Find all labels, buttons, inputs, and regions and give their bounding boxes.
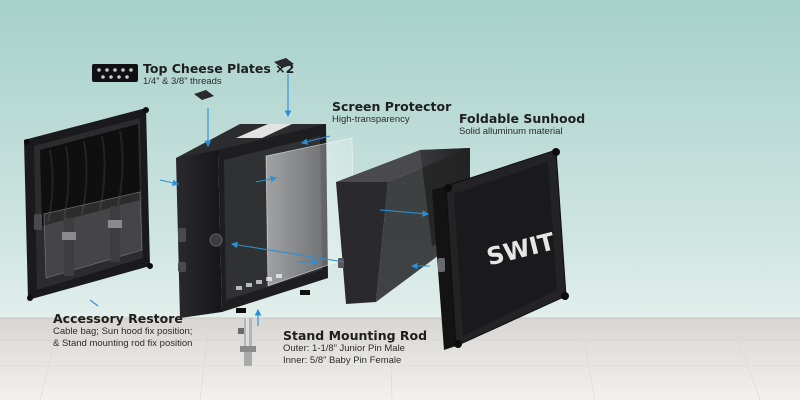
screen-protector-title: Screen Protector xyxy=(332,99,452,114)
wooden-floor xyxy=(0,317,800,400)
stand-mounting-rod xyxy=(238,318,256,366)
cheese-plate-icon xyxy=(92,64,138,82)
accessory-restore-label: Accessory Restore Cable bag; Sun hood fi… xyxy=(53,311,192,350)
cheese-plates-desc: 1/4” & 3/8” threads xyxy=(143,76,222,87)
cheese-plate-small-2 xyxy=(194,90,214,100)
cheese-plates-title: Top Cheese Plates ×2 xyxy=(143,61,295,76)
sunhood-label: Foldable Sunhood Solid alluminum materia… xyxy=(459,111,585,138)
sunhood-title: Foldable Sunhood xyxy=(459,111,586,126)
stand-rod-label: Stand Mounting Rod Outer: 1-1/8” Junior … xyxy=(283,328,427,367)
stand-rod-title: Stand Mounting Rod xyxy=(283,328,428,343)
callout-lines xyxy=(89,74,430,326)
accessory-restore-desc-2: & Stand mounting rod fix position xyxy=(53,338,193,349)
cheese-plate-small-1 xyxy=(274,58,294,68)
stand-rod-desc-1: Outer: 1-1/8” Junior Pin Male xyxy=(283,343,405,354)
screen-protector-desc: High-transparency xyxy=(332,114,410,125)
sunhood-case-closed xyxy=(432,148,569,350)
open-case-accessory-restore xyxy=(24,107,153,301)
stand-rod-desc-2: Inner: 5/8” Baby Pin Female xyxy=(283,355,402,366)
accessory-restore-title: Accessory Restore xyxy=(53,311,183,326)
cheese-plates-label: Top Cheese Plates ×2 1/4” & 3/8” threads xyxy=(143,61,294,88)
accessory-restore-desc-1: Cable bag; Sun hood fix position; xyxy=(53,326,193,337)
sunhood-desc: Solid alluminum material xyxy=(459,126,563,137)
screen-protector-label: Screen Protector High-transparency xyxy=(332,99,451,126)
